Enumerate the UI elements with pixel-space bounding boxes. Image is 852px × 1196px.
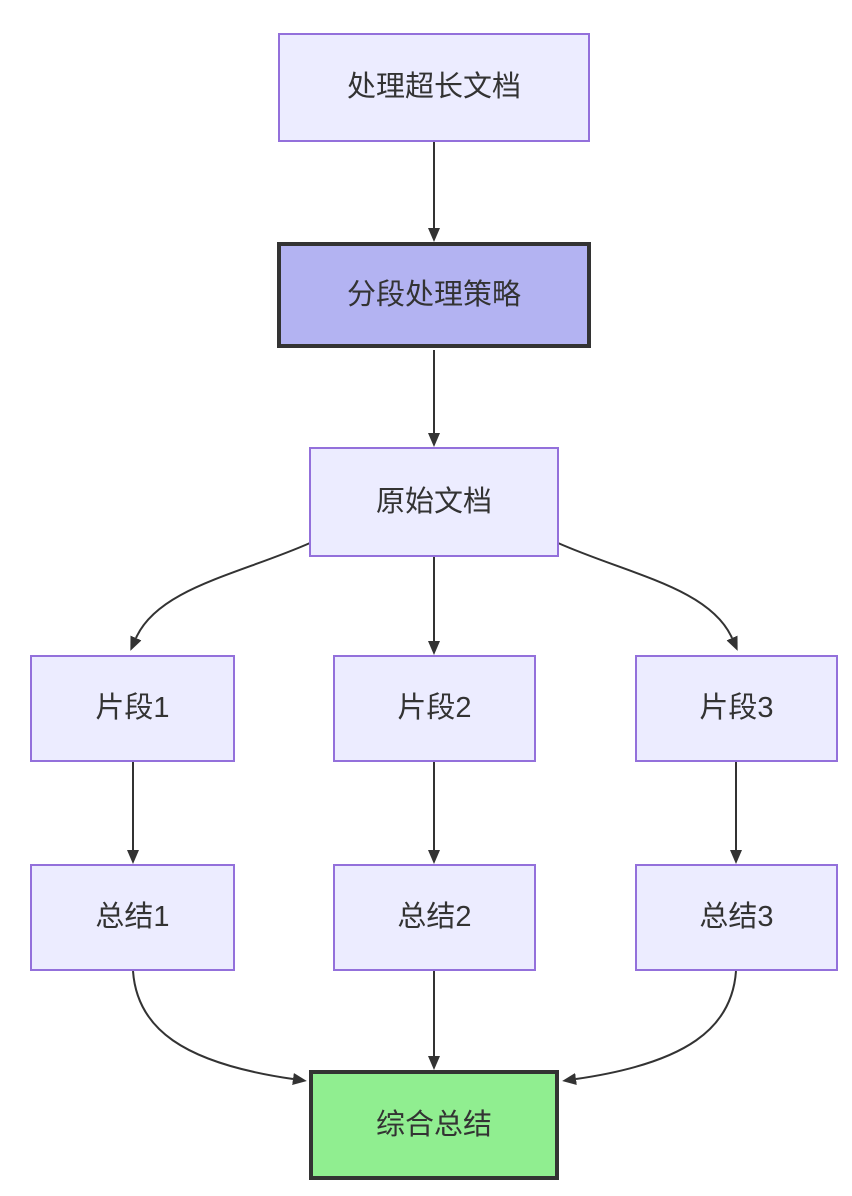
node-summary-3: 总结3 [635,864,838,971]
node-fragment-3-label: 片段3 [699,692,774,725]
node-fragment-1: 片段1 [30,655,235,762]
node-process-long-doc: 处理超长文档 [278,33,590,142]
node-source-doc: 原始文档 [309,447,559,557]
node-fragment-2-label: 片段2 [397,692,472,725]
node-process-long-doc-label: 处理超长文档 [346,71,521,104]
node-final-summary: 综合总结 [309,1070,559,1180]
node-segmentation-strategy: 分段处理策略 [277,242,591,348]
node-fragment-1-label: 片段1 [95,692,170,725]
node-summary-1: 总结1 [30,864,235,971]
edge-e1-f [132,970,307,1085]
node-summary-2: 总结2 [333,864,536,971]
node-fragment-3: 片段3 [635,655,838,762]
node-segmentation-strategy-label: 分段处理策略 [346,278,521,311]
node-summary-2-label: 总结2 [397,901,472,934]
node-summary-1-label: 总结1 [95,901,170,934]
node-source-doc-label: 原始文档 [375,485,492,518]
node-final-summary-label: 综合总结 [375,1108,492,1141]
edge-c-d1 [130,542,311,651]
node-summary-3-label: 总结3 [699,901,774,934]
edge-e3-f [562,970,737,1085]
node-fragment-2: 片段2 [333,655,536,762]
edge-c-d3 [557,542,738,651]
